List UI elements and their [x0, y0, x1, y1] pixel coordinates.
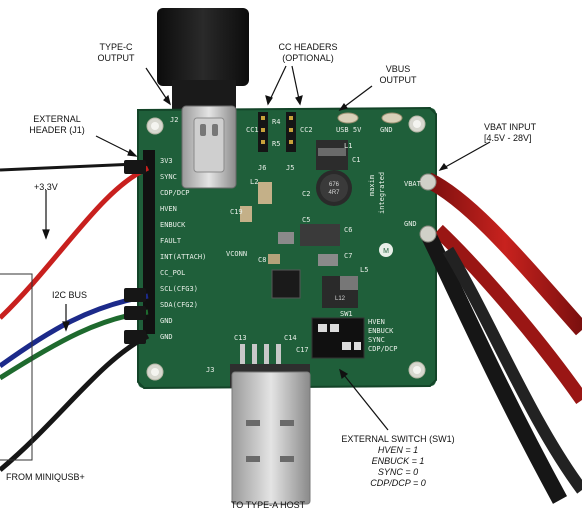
board-label: C1: [352, 156, 360, 164]
wire-black: [0, 333, 150, 472]
board-label: SW1: [340, 310, 353, 318]
external-switch-line: CDP/DCP = 0: [370, 478, 426, 488]
brand-text: maxim: [368, 175, 376, 196]
board-label: C14: [284, 334, 297, 342]
board-label: J2: [170, 116, 178, 124]
board-label: C6: [344, 226, 352, 234]
vbat-red-probe: [424, 172, 582, 336]
vbat-input-label: VBAT INPUT [4.5V - 28V]: [484, 122, 537, 143]
j1-pin-label: SCL(CFG3): [160, 285, 198, 293]
board-label: L5: [360, 266, 368, 274]
capacitor: [300, 224, 340, 246]
external-switch-line: HVEN = 1: [377, 445, 419, 455]
vbus-output-label: VBUS OUTPUT: [379, 64, 417, 85]
j1-pin-label: 3V3: [160, 157, 173, 165]
external-switch-line: SYNC = 0: [377, 467, 419, 477]
board-label: CC1: [246, 126, 259, 134]
wire-black-top: [0, 162, 139, 172]
external-header-label: EXTERNAL HEADER (J1): [29, 114, 85, 135]
wire-red: [0, 165, 150, 320]
board-label: C13: [234, 334, 247, 342]
maxim-logo: [368, 160, 404, 240]
capacitor: [268, 254, 280, 264]
board-label: J5: [286, 164, 294, 172]
board-label: C5: [302, 216, 310, 224]
j1-pin-label: SDA(CFG2): [160, 301, 198, 309]
to-type-a-host-label: TO TYPE-A HOST: [230, 500, 306, 510]
brand-text: integrated: [378, 172, 386, 214]
inductor-text: 676: [329, 182, 340, 188]
board-label: R4: [272, 118, 280, 126]
j1-pin-label: SYNC: [160, 173, 177, 181]
j1-pin-label: CC_POL: [160, 269, 185, 277]
inductor-text: 4R7: [328, 190, 340, 196]
j1-pin-label: HVEN: [160, 205, 177, 213]
gnd-pad: [381, 112, 403, 124]
cc-headers-label: CC HEADERS (OPTIONAL): [278, 42, 338, 63]
j1-header: [143, 150, 155, 334]
j1-pin-label: GND: [160, 317, 173, 325]
usb-c-cable: [157, 8, 249, 86]
type-a-plug-metal: [231, 371, 311, 505]
board-label: C7: [344, 252, 352, 260]
external-switch-title: EXTERNAL SWITCH (SW1): [341, 434, 455, 444]
board-label: L2: [250, 178, 258, 186]
sw1-label: SYNC: [368, 336, 385, 344]
j1-pin-labels: 3V3 SYNC CDP/DCP HVEN ENBUCK FAULT INT(A…: [160, 157, 206, 341]
board-label: J3: [206, 366, 214, 374]
sw1-label: CDP/DCP: [368, 345, 398, 353]
board-label: C17: [296, 346, 309, 354]
usb-c-cable-neck: [172, 80, 236, 110]
j1-pin-label: INT(ATTACH): [160, 253, 206, 261]
miniqusb-bracket: [0, 273, 33, 461]
sw1-label: HVEN: [368, 318, 385, 326]
board-label: C19: [230, 208, 243, 216]
vbat-black-probe: [420, 230, 568, 504]
board-label: GND: [404, 220, 417, 228]
capacitor: [240, 206, 252, 222]
capacitor: [258, 182, 272, 204]
board-label: VCONN: [226, 250, 247, 258]
board-label: VBAT: [404, 180, 422, 188]
vbus-pad: [337, 112, 359, 124]
maxim-mark: M: [383, 248, 389, 255]
board-label: L1: [344, 142, 352, 150]
i2c-bus-label: I2C BUS: [52, 290, 88, 300]
board-label: J6: [258, 164, 266, 172]
type-c-output-label: TYPE-C OUTPUT: [97, 42, 135, 63]
board-label: USB 5V: [336, 126, 362, 134]
capacitor: [278, 232, 294, 244]
j1-pin-label: CDP/DCP: [160, 189, 190, 197]
ic-text: L12: [335, 296, 346, 302]
from-miniqusb-label: FROM MINIQUSB+: [6, 472, 85, 482]
board-label: C2: [302, 190, 310, 198]
j1-pin-label: ENBUCK: [160, 221, 186, 229]
capacitor: [318, 254, 338, 266]
external-switch-callout: EXTERNAL SWITCH (SW1) HVEN = 1 ENBUCK = …: [340, 434, 456, 489]
j1-pin-label: GND: [160, 333, 173, 341]
board-label: C8: [258, 256, 266, 264]
board-label: R5: [272, 140, 280, 148]
board-label: CC2: [300, 126, 313, 134]
main-ic: [271, 269, 301, 299]
sw1-label: ENBUCK: [368, 327, 394, 335]
board-label: GND: [380, 126, 393, 134]
v33-label: +3.3V: [34, 182, 58, 192]
external-switch-line: ENBUCK = 1: [371, 456, 425, 466]
j1-pin-label: FAULT: [160, 237, 182, 245]
